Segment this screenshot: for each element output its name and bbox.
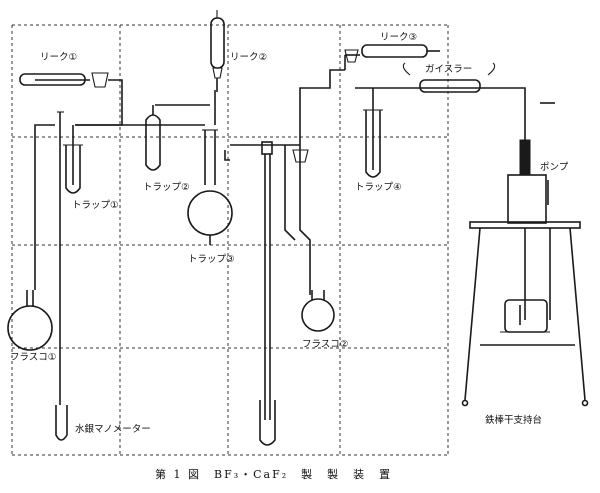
flask-2-label: フラスコ② <box>302 339 348 350</box>
leak-2-tube <box>210 10 225 92</box>
trap-1 <box>57 111 83 194</box>
manometer-label: 水銀マノメーター <box>75 423 151 435</box>
flask-1-label: フラスコ① <box>10 352 56 363</box>
trap-2-label: トラップ② <box>143 182 190 193</box>
trap-2 <box>145 105 161 171</box>
motor <box>500 299 550 333</box>
flask-1 <box>7 124 55 351</box>
figure-caption: 第 1 図 BF₃・CaF₂ 製 製 装 置 <box>155 467 392 481</box>
mercury-manometer <box>55 125 68 441</box>
pump-stand <box>461 221 589 407</box>
leak-2-label: リーク② <box>230 52 267 63</box>
geissler-label: ガイスラー <box>425 64 472 75</box>
trap-4 <box>363 88 383 178</box>
pump-coil <box>519 139 531 176</box>
trap-3-label: トラップ③ <box>188 254 235 265</box>
trap-1-label: トラップ① <box>72 200 119 211</box>
pump-label: ポンプ <box>540 162 569 173</box>
leak-3-tube <box>344 44 440 63</box>
leak-1-tube <box>19 72 109 88</box>
stand-label: 鉄棒干支持台 <box>485 414 542 426</box>
dashed-grid <box>11 24 449 456</box>
flask-2-line <box>284 145 311 295</box>
leak-1-label: リーク① <box>40 52 77 63</box>
trap-4-label: トラップ④ <box>355 182 402 193</box>
geissler-tube <box>402 62 496 93</box>
pump-body <box>507 174 549 224</box>
trap-3 <box>187 129 233 245</box>
manifold-tubing <box>35 54 555 146</box>
leak-3-label: リーク③ <box>380 32 417 43</box>
flask-2 <box>301 290 335 332</box>
center-long-tube <box>259 141 276 446</box>
